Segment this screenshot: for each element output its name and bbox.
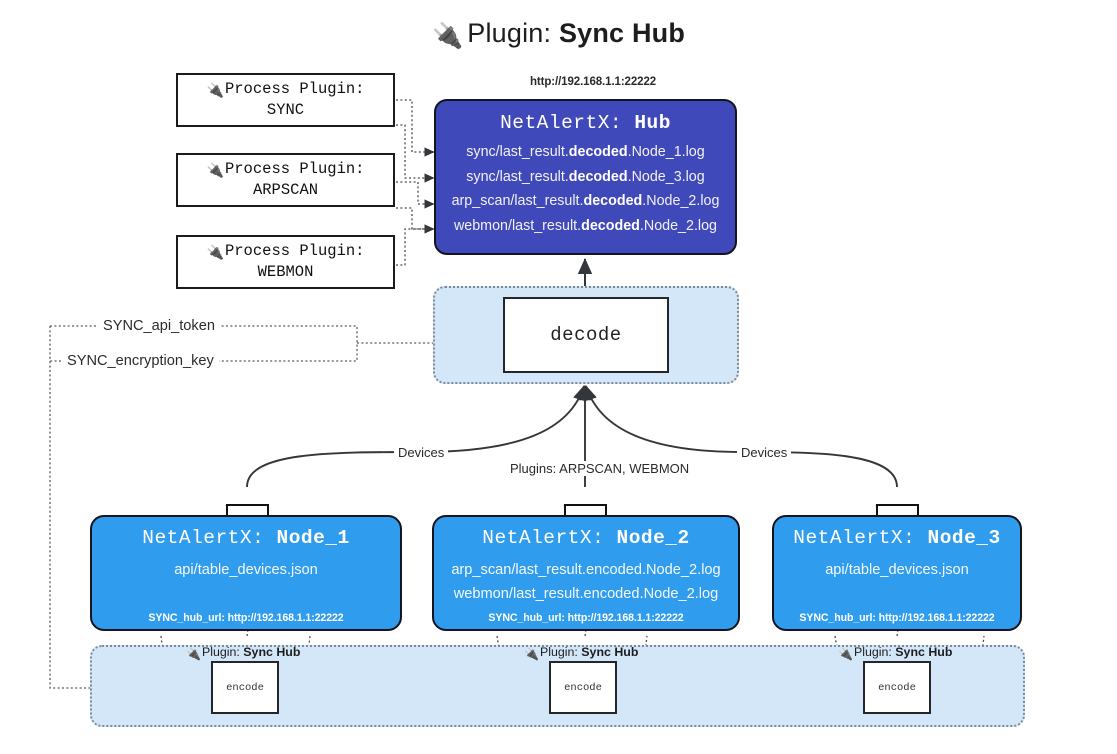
- encode-box[interactable]: encode: [863, 661, 931, 714]
- hub-log-mid: decoded: [581, 218, 640, 235]
- plug-icon: 🔌: [206, 246, 224, 262]
- node-data-line: api/table_devices.json: [174, 562, 318, 578]
- encode-plugin-name: Sync Hub: [243, 645, 301, 659]
- process-plugin-name: SYNC: [266, 101, 305, 120]
- node-box-node-1[interactable]: NetAlertX: Node_1 api/table_devices.json…: [90, 515, 402, 631]
- node-box-node-2[interactable]: NetAlertX: Node_2 arp_scan/last_result.e…: [432, 515, 740, 631]
- encode-box[interactable]: encode: [211, 661, 279, 714]
- node-title: NetAlertX: Node_3: [793, 527, 1000, 549]
- encode-plugin-prefix: Plugin:: [539, 645, 582, 659]
- hub-log-row: sync/last_result.decoded.Node_3.log: [466, 165, 704, 190]
- encode-plugin-label: 🔌Plugin: Sync Hub: [524, 645, 638, 661]
- page-title-prefix: Plugin:: [467, 18, 559, 48]
- plug-icon: 🔌: [206, 164, 224, 180]
- encode-plugin-name: Sync Hub: [895, 645, 953, 659]
- hub-log-mid: decoded: [568, 168, 628, 185]
- hub-url-label: http://192.168.1.1:22222: [529, 76, 657, 88]
- hub-log-mid: decoded: [568, 144, 628, 160]
- page-title: 🔌Plugin: Sync Hub: [0, 18, 1117, 51]
- hub-log-post: .Node_2.log: [642, 193, 720, 210]
- hub-log-post: .Node_3.log: [627, 168, 705, 185]
- hub-title-name: Hub: [634, 112, 671, 134]
- plug-icon: 🔌: [206, 84, 224, 100]
- encode-plugin-label: 🔌Plugin: Sync Hub: [838, 645, 952, 661]
- node-title-prefix: NetAlertX:: [793, 527, 928, 549]
- process-plugin-label: Process Plugin:: [224, 80, 365, 98]
- hub-log-pre: sync/last_result.: [466, 144, 569, 160]
- node-hub-url-label: SYNC_hub_url: http://192.168.1.1:22222: [148, 612, 344, 624]
- hub-log-pre: arp_scan/last_result.: [451, 193, 584, 210]
- plug-icon: 🔌: [524, 647, 539, 661]
- plug-icon: 🔌: [186, 647, 201, 661]
- token-label-api: SYNC_api_token: [98, 318, 220, 334]
- node-hub-url-label: SYNC_hub_url: http://192.168.1.1:22222: [799, 612, 995, 624]
- process-plugin-label: Process Plugin:: [224, 160, 365, 178]
- process-plugin-box-sync[interactable]: 🔌Process Plugin: SYNC: [176, 73, 395, 127]
- hub-log-row: sync/last_result.decoded.Node_1.log: [466, 140, 704, 165]
- node-title-prefix: NetAlertX:: [482, 527, 617, 549]
- node-title-name: Node_3: [927, 527, 1001, 549]
- node-hub-url-label: SYNC_hub_url: http://192.168.1.1:22222: [488, 612, 684, 624]
- edge-label-devices-right: Devices: [737, 445, 792, 460]
- hub-log-row: webmon/last_result.decoded.Node_2.log: [454, 214, 717, 239]
- token-label-encryption-key: SYNC_encryption_key: [62, 353, 219, 369]
- encode-box[interactable]: encode: [549, 661, 617, 714]
- encode-plugin-prefix: Plugin:: [201, 645, 244, 659]
- process-plugin-name: WEBMON: [257, 263, 314, 282]
- node-title-name: Node_1: [276, 527, 350, 549]
- hub-log-pre: webmon/last_result.: [453, 218, 582, 235]
- node-data-line: webmon/last_result.encoded.Node_2.log: [453, 585, 719, 602]
- edge-label-plugins-center: Plugins: ARPSCAN, WEBMON: [506, 461, 694, 476]
- page-title-name: Sync Hub: [558, 18, 686, 48]
- hub-log-post: .Node_1.log: [627, 144, 705, 160]
- plug-icon: 🔌: [838, 647, 853, 661]
- encode-plugin-name: Sync Hub: [581, 645, 639, 659]
- node-data-line: api/table_devices.json: [825, 562, 969, 578]
- hub-log-post: .Node_2.log: [639, 218, 718, 235]
- plug-icon: 🔌: [431, 22, 464, 50]
- hub-title: NetAlertX: Hub: [500, 112, 671, 134]
- node-box-node-3[interactable]: NetAlertX: Node_3 api/table_devices.json…: [772, 515, 1022, 631]
- hub-log-pre: sync/last_result.: [466, 168, 569, 185]
- process-plugin-label: Process Plugin:: [224, 242, 365, 260]
- encode-plugin-prefix: Plugin:: [853, 645, 896, 659]
- encode-plugin-label: 🔌Plugin: Sync Hub: [186, 645, 300, 661]
- process-plugin-name: ARPSCAN: [252, 181, 319, 200]
- hub-title-prefix: NetAlertX:: [500, 112, 635, 134]
- decode-box[interactable]: decode: [503, 297, 669, 373]
- hub-node[interactable]: NetAlertX: Hub sync/last_result.decoded.…: [434, 99, 737, 255]
- hub-log-mid: decoded: [583, 193, 643, 210]
- node-title-name: Node_2: [616, 527, 690, 549]
- process-plugin-box-arpscan[interactable]: 🔌Process Plugin: ARPSCAN: [176, 153, 395, 207]
- node-title: NetAlertX: Node_2: [482, 527, 689, 549]
- node-title: NetAlertX: Node_1: [142, 527, 349, 549]
- node-data-line: arp_scan/last_result.encoded.Node_2.log: [451, 562, 721, 578]
- node-title-prefix: NetAlertX:: [142, 527, 277, 549]
- hub-log-row: arp_scan/last_result.decoded.Node_2.log: [452, 189, 720, 214]
- edge-label-devices-left: Devices: [394, 445, 449, 460]
- process-plugin-box-webmon[interactable]: 🔌Process Plugin: WEBMON: [176, 235, 395, 289]
